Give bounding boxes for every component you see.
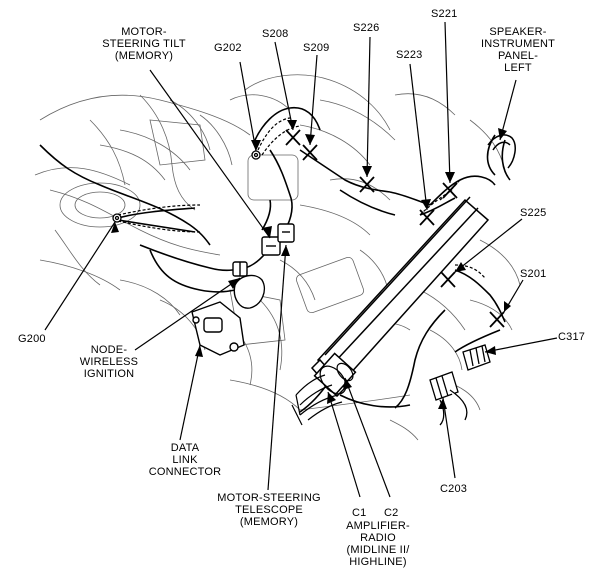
c317-c203-connectors: [429, 344, 491, 426]
label-c317: C317: [558, 331, 586, 343]
label-line: STEERING TILT: [102, 38, 186, 50]
label-line: PANEL-: [497, 50, 539, 62]
label-motor-steering-telescope: MOTOR-STEERING TELESCOPE (MEMORY): [214, 492, 324, 528]
label-c2: C2: [384, 507, 399, 519]
label-c203: C203: [440, 483, 468, 495]
leader-c203: [442, 397, 456, 479]
label-line: IGNITION: [83, 368, 135, 380]
label-c1: C1: [352, 507, 367, 519]
label-line: (MIDLINE II/: [346, 544, 410, 556]
leader-s225: [454, 218, 523, 273]
leader-s226: [366, 36, 371, 178]
splice-s201-mark: [489, 311, 505, 328]
label-line: (MEMORY): [239, 516, 299, 528]
label-data-link-connector: DATA LINK CONNECTOR: [147, 442, 223, 478]
label-line: (MEMORY): [114, 50, 174, 62]
speaker-shape: [487, 134, 516, 169]
leader-s221: [444, 21, 451, 184]
splice-s226-mark: [359, 176, 375, 193]
splice-s223-mark: [419, 209, 435, 226]
splice-s209-mark: [302, 144, 318, 161]
splice-s221-mark: [442, 182, 458, 199]
label-s209: S209: [303, 42, 330, 54]
label-line: AMPLIFIER-: [346, 520, 410, 532]
splice-s208-mark: [285, 129, 301, 146]
label-s221: S221: [431, 8, 458, 20]
label-s226: S226: [353, 22, 380, 34]
splice-s225-mark: [440, 271, 456, 288]
label-line: MOTOR-: [121, 26, 167, 38]
label-line: CONNECTOR: [148, 466, 222, 478]
leader-g202: [239, 61, 257, 152]
leader-c317: [484, 337, 558, 353]
label-s201: S201: [520, 268, 547, 280]
label-motor-steering-tilt: MOTOR- STEERING TILT (MEMORY): [98, 26, 190, 62]
label-line: WIRELESS: [79, 356, 139, 368]
node-wireless-shape: [232, 261, 266, 309]
c1-c2-connectors: [291, 362, 354, 426]
label-s208: S208: [262, 28, 289, 40]
label-line: LINK: [172, 454, 198, 466]
leader-lines: [44, 21, 558, 498]
leader-s223: [409, 63, 428, 211]
label-line: NODE-: [90, 344, 128, 356]
label-s223: S223: [396, 49, 423, 61]
label-line: DATA: [170, 442, 200, 454]
leader-s208: [274, 41, 294, 131]
label-g202: G202: [214, 42, 242, 54]
leader-node-wireless: [134, 277, 241, 351]
leader-motor-telescope: [267, 244, 287, 491]
leader-motor-tilt: [149, 69, 271, 239]
label-g200: G200: [18, 333, 46, 345]
label-line: SPEAKER-: [489, 26, 547, 38]
label-line: LEFT: [504, 62, 532, 74]
label-s225: S225: [520, 207, 547, 219]
label-line: MOTOR-STEERING: [217, 492, 321, 504]
leader-s209: [309, 54, 318, 146]
arrowheads: [111, 120, 511, 409]
label-line: HIGHLINE): [349, 556, 407, 568]
leader-c1: [327, 391, 361, 498]
data-link-connector-shape: [191, 301, 245, 356]
splice-markers: [285, 129, 505, 328]
label-amplifier-radio: AMPLIFIER- RADIO (MIDLINE II/ HIGHLINE): [336, 520, 420, 568]
label-line: TELESCOPE: [235, 504, 303, 516]
label-speaker-instrument-panel-left: SPEAKER- INSTRUMENT PANEL- LEFT: [478, 26, 558, 74]
leader-c2: [344, 377, 391, 498]
leader-data-link: [179, 344, 201, 441]
leader-g200: [44, 221, 116, 331]
label-line: INSTRUMENT: [480, 38, 556, 50]
label-line: RADIO: [360, 532, 396, 544]
motor-connectors: [261, 223, 295, 256]
label-node-wireless-ignition: NODE- WIRELESS IGNITION: [74, 344, 144, 380]
ground-eyelets: [112, 150, 261, 223]
